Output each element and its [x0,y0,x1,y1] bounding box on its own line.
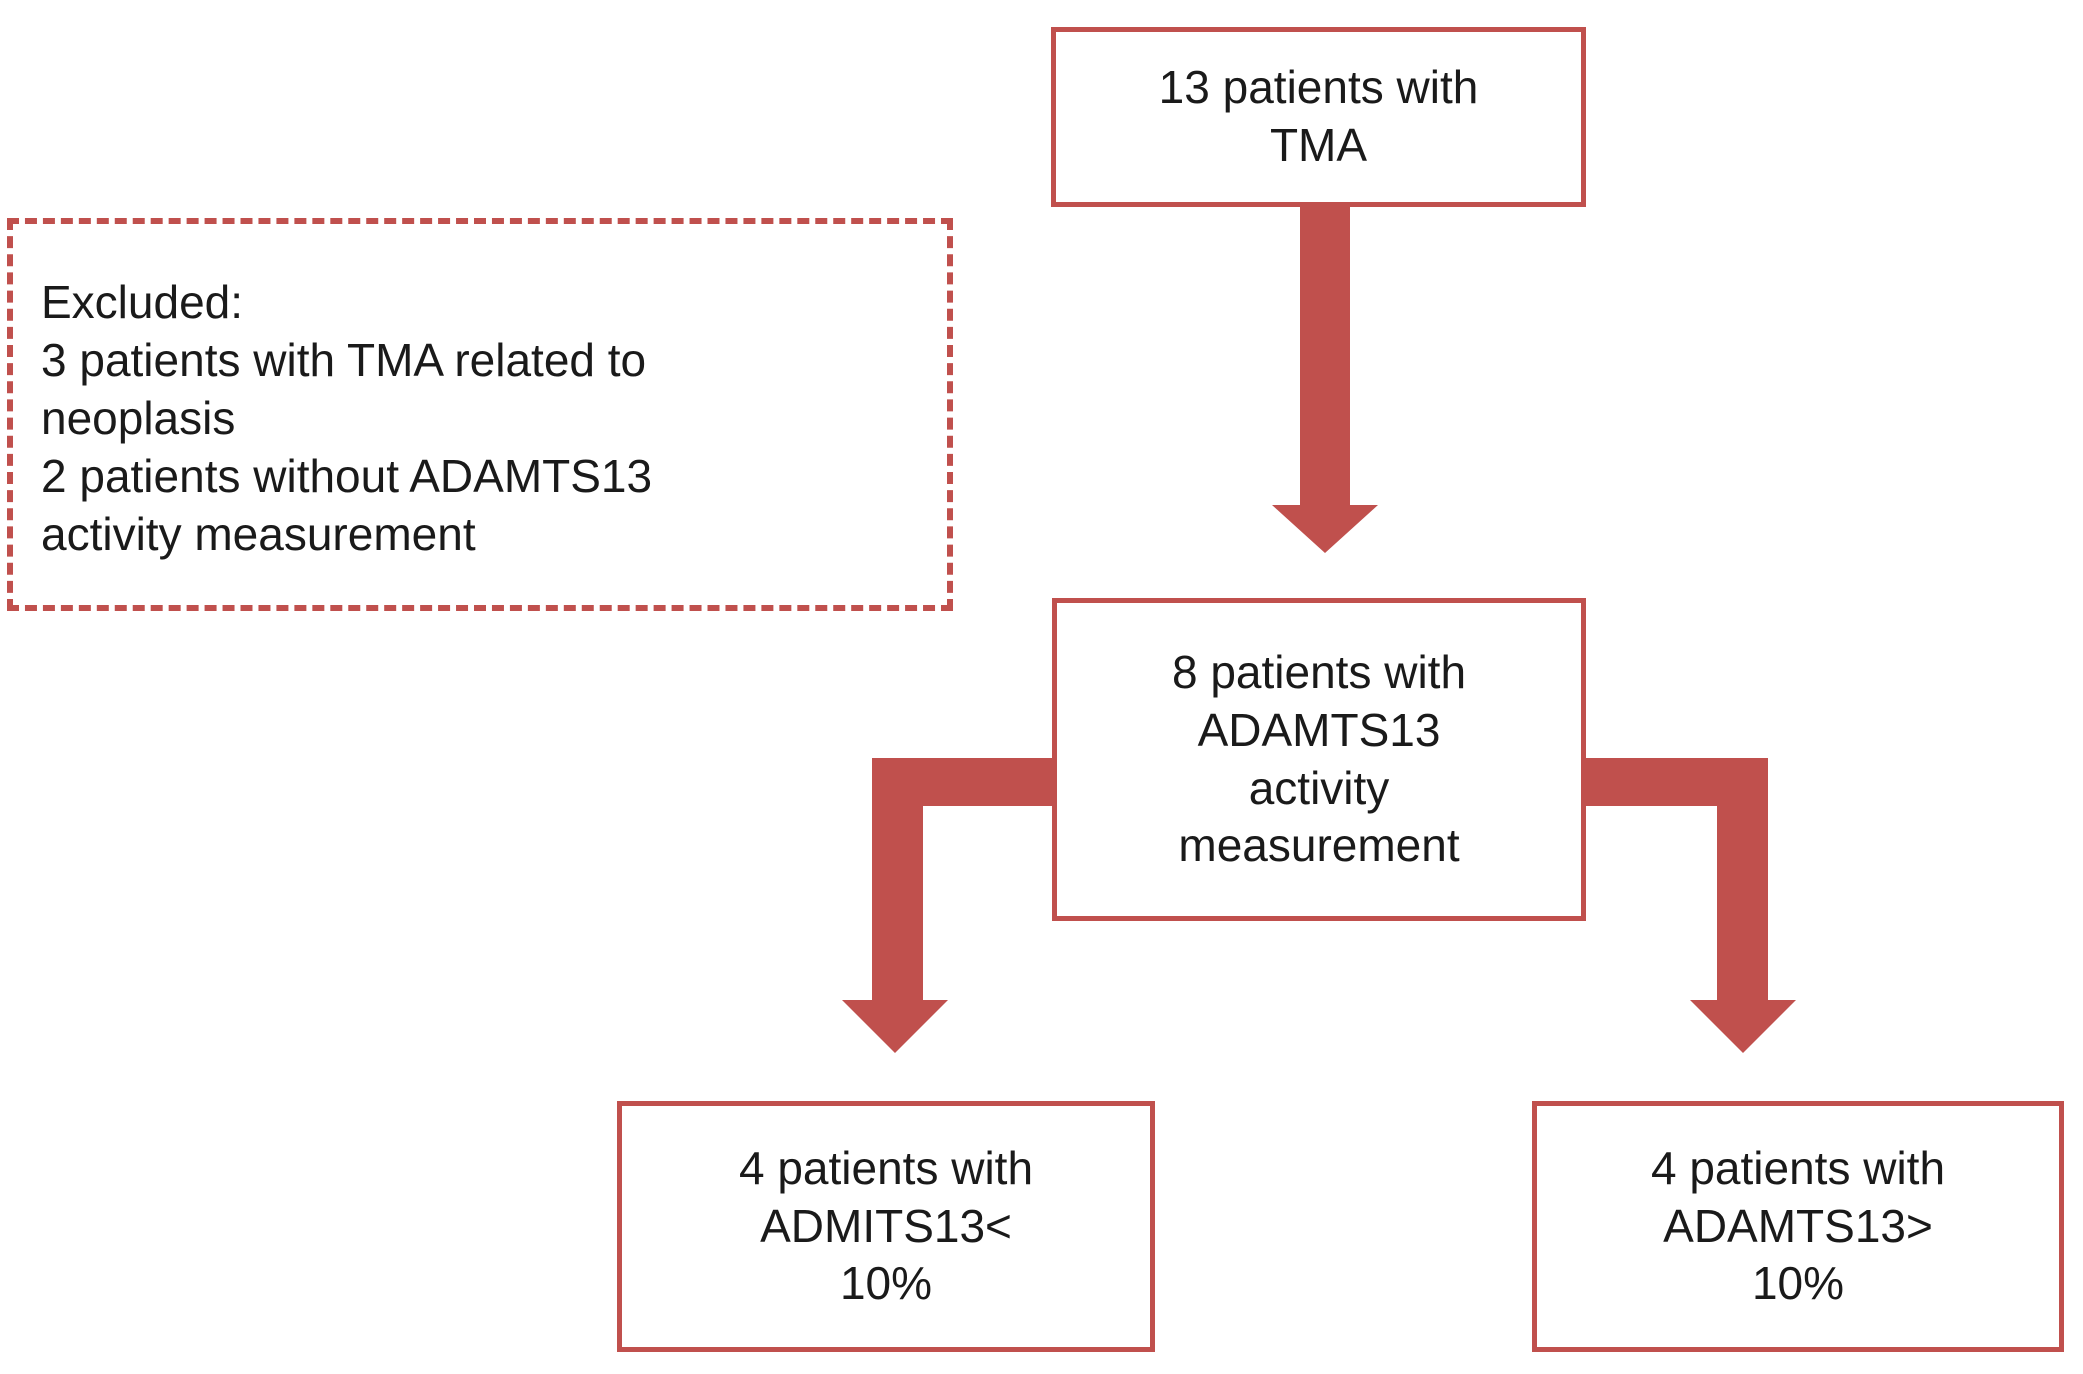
excluded-box: Excluded: 3 patients with TMA related to… [7,218,953,611]
arrow-down-top-to-middle [1272,203,1378,553]
box-8-patients-adamts13: 8 patients with ADAMTS13 activity measur… [1052,598,1586,921]
box-4-patients-below-10-text: 4 patients with ADMITS13< 10% [738,1141,1034,1310]
arrow-elbow-left [842,758,1057,1053]
box-8-patients-adamts13-text: 8 patients with ADAMTS13 activity measur… [1171,645,1467,872]
excluded-line-4: 2 patients without ADAMTS13 [41,449,653,502]
excluded-line-2: 3 patients with TMA related to [41,333,647,386]
box-4-patients-above-10: 4 patients with ADAMTS13> 10% [1532,1101,2064,1352]
excluded-line-5: activity measurement [41,507,476,560]
arrow-elbow-right [1584,758,1796,1053]
box-4-patients-above-10-text: 4 patients with ADAMTS13> 10% [1650,1141,1946,1310]
box-4-patients-below-10: 4 patients with ADMITS13< 10% [617,1101,1155,1352]
excluded-line-1: Excluded: [41,276,244,328]
box-13-patients-tma-text: 13 patients with TMA [1158,61,1479,171]
excluded-line-3: neoplasis [41,391,236,444]
box-13-patients-tma: 13 patients with TMA [1051,27,1586,207]
